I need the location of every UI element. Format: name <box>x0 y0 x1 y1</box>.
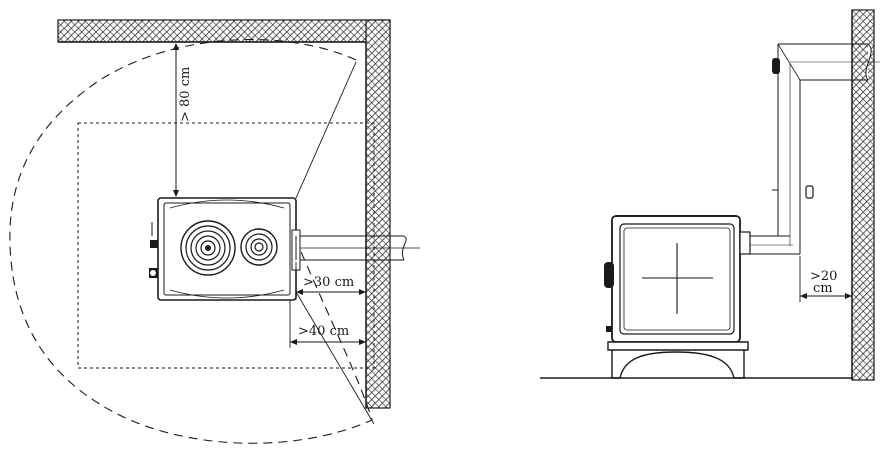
flue-pipe-top-view <box>295 235 420 261</box>
side-knobs <box>149 222 158 278</box>
large-hob-plate <box>180 220 236 276</box>
side-view: >20 cm <box>540 9 880 381</box>
flue-pipe-side-view <box>750 43 880 255</box>
dimension-wall-label-line2: cm <box>813 281 833 296</box>
stove-side-view <box>604 215 751 379</box>
dimension-wall-clearance: >20 cm <box>799 256 852 302</box>
rear-wall <box>851 9 875 381</box>
side-wall-crosshatch <box>366 20 390 408</box>
dimension-side-30: >30 cm <box>295 262 366 300</box>
dimension-side-40-label: >40 cm <box>298 324 349 339</box>
stove-top-view <box>149 197 301 301</box>
top-view: > 80 cm >30 cm >40 cm <box>9 19 420 444</box>
dimension-back-clearance: > 80 cm <box>173 43 193 197</box>
dimension-wall-label-line1: >20 <box>810 269 837 284</box>
radiation-clearance-boundary <box>9 39 373 444</box>
dimension-side-40: >40 cm <box>289 300 366 348</box>
dimension-back-label: > 80 cm <box>178 67 193 122</box>
dimension-side-30-label: >30 cm <box>303 275 354 290</box>
small-hob-plate <box>240 228 278 266</box>
back-wall-crosshatch <box>58 20 390 42</box>
corner-wall <box>57 19 391 409</box>
